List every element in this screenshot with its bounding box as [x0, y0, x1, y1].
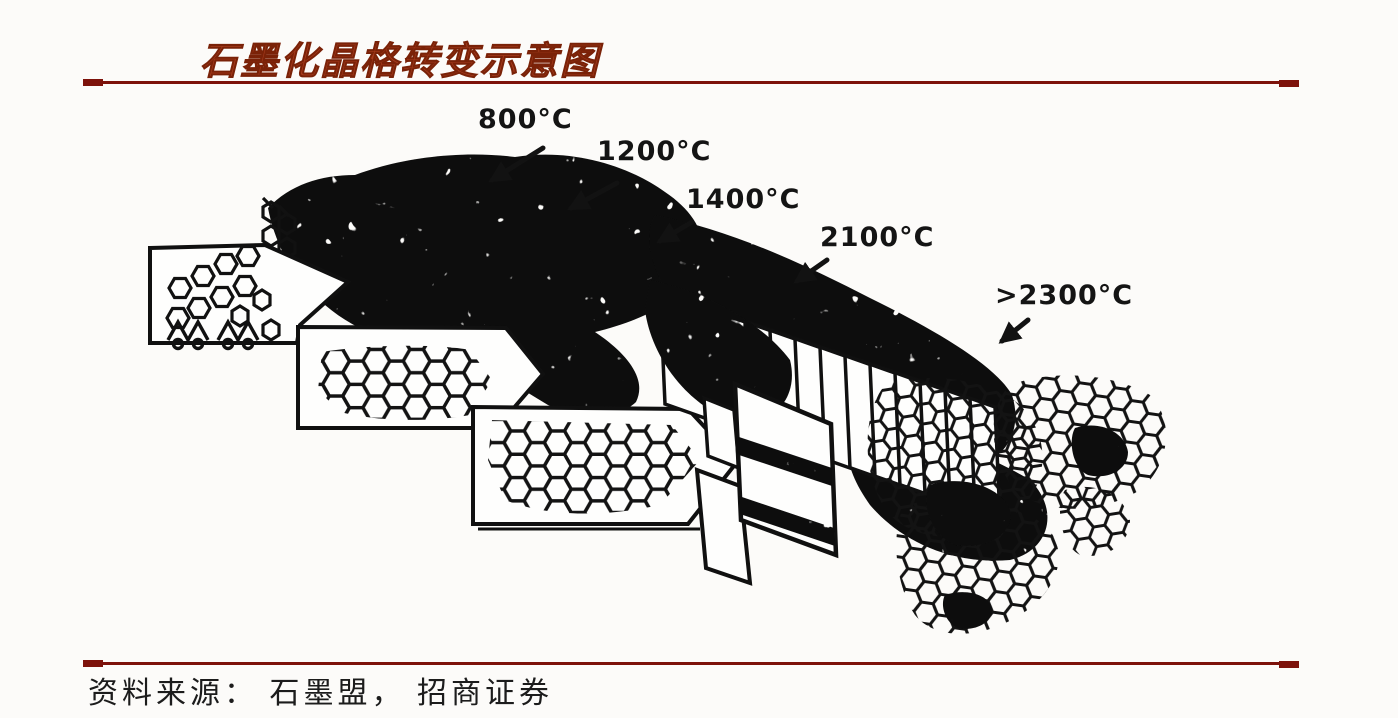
foreground-graphite-plates — [694, 380, 839, 586]
callout-box-ordered-layers — [471, 404, 740, 531]
temp-label-2100c: 2100°C — [820, 222, 935, 253]
figure-title: 石墨化晶格转变示意图 — [200, 41, 601, 84]
arrow-2300c-icon — [998, 317, 1031, 344]
carbon-chain-molecules — [261, 196, 297, 342]
temp-label-gt2300c: >2300°C — [995, 280, 1134, 311]
arrow-1400c-icon — [656, 219, 695, 244]
top-rule — [83, 79, 1299, 87]
temp-label-800c: 800°C — [478, 104, 573, 135]
graphene-network-sheets — [867, 375, 1167, 634]
arrow-800c-icon — [488, 145, 546, 183]
bottom-rule — [83, 660, 1299, 668]
arrow-2100c-icon — [793, 257, 830, 284]
source-attribution: 资料来源： 石墨盟， 招商证券 — [88, 677, 553, 710]
callout-box-precursor — [148, 242, 352, 351]
arrow-1200c-icon — [567, 180, 620, 211]
stack-left-texture — [645, 280, 792, 422]
temp-label-1200c: 1200°C — [597, 136, 712, 167]
temp-label-1400c: 1400°C — [686, 184, 801, 215]
temperature-arrows — [488, 145, 1031, 344]
